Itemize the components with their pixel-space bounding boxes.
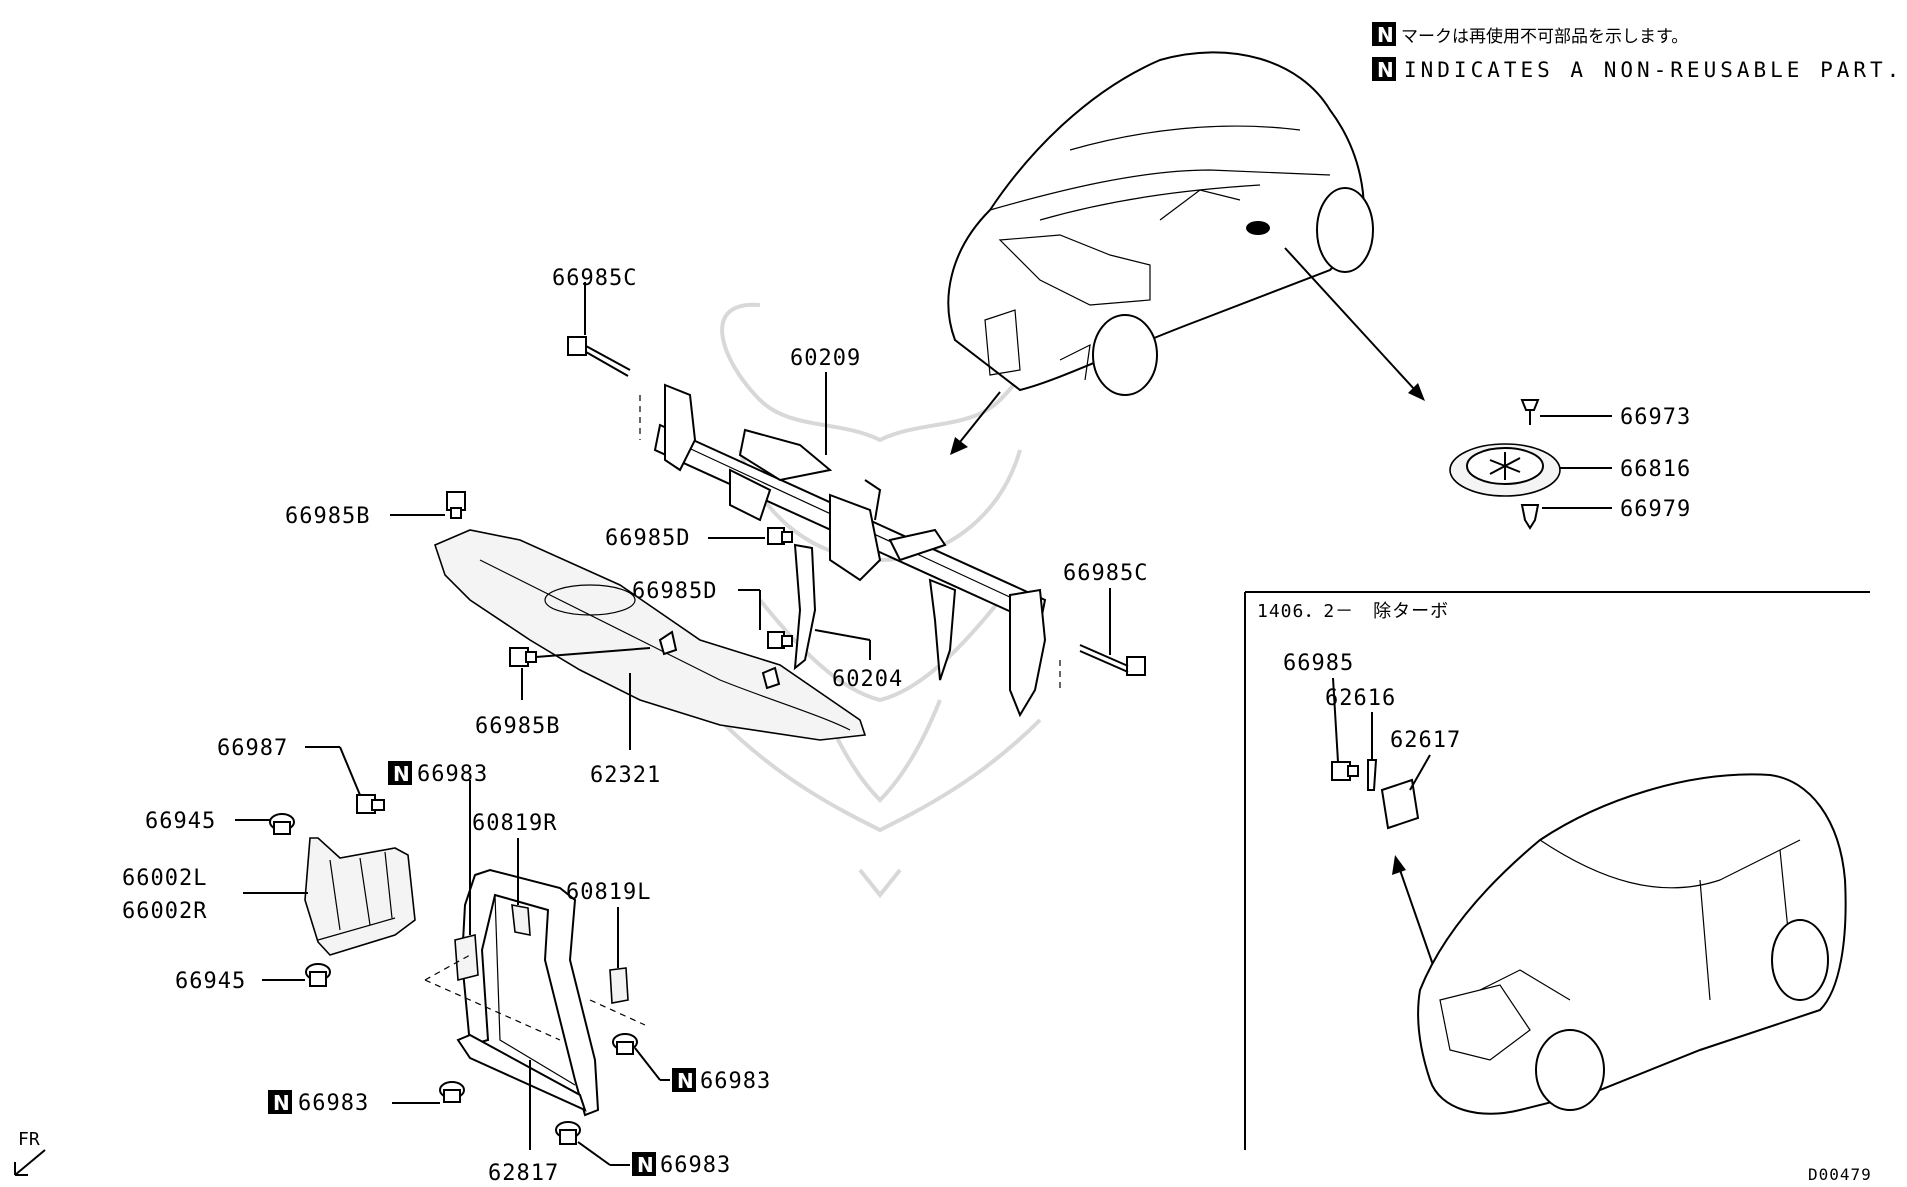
radiator-frame-62817 [424,868,646,1117]
bolt-66985d-lower [767,631,793,649]
clip-66945-upper [269,813,295,835]
part-number-66985d-upper: 66985D [605,526,690,551]
clip-66945-lower [305,963,331,987]
part-number-66979: 66979 [1620,497,1691,522]
part-number-66985d-lower: 66985D [632,579,717,604]
radiator-upper-cover [434,529,867,741]
non-reusable-mark: N [677,1069,694,1093]
non-reusable-symbol [1372,22,1396,46]
part-number-66985b-mid: 66985B [475,714,560,739]
part-number-66985c-top: 66985C [552,266,637,291]
inset-part-number-66985: 66985 [1283,651,1354,676]
part-number-62321: 62321 [590,763,661,788]
bolt-66985d-upper [767,527,793,545]
part-number-66945-lower: 66945 [175,969,246,994]
screw-66987 [356,794,385,814]
part-number-62817: 62817 [488,1161,559,1186]
part-number-66002r: 66002R [122,899,207,924]
non-reusable-mark: N [637,1153,654,1177]
legend-symbol-en: N [1377,58,1394,82]
side-bracket-66002 [304,837,416,956]
part-number-66983-bottom: 66983 [660,1153,731,1178]
inset-header: 1406．2－ 除ターボ [1257,601,1449,622]
inset-part-number-62617: 62617 [1390,728,1461,753]
front-direction-label: FR [18,1129,40,1150]
non-reusable-symbol [268,1090,292,1114]
part-number-66987: 66987 [217,736,288,761]
clip-66983-bottom [555,1121,581,1145]
bolt-66985c-right [1079,644,1146,676]
clip-66983-right [612,1033,638,1055]
non-reusable-mark: N [393,762,410,786]
clip-66985b-top [446,491,466,519]
diagram-code: D00479 [1808,1165,1872,1184]
grommet-part-group [1449,399,1612,530]
support-bracket-60204 [793,543,817,671]
part-number-60819r: 60819R [472,811,557,836]
part-number-60819l: 60819L [566,880,651,905]
part-number-66985c-right: 66985C [1063,561,1148,586]
legend-japanese: マークは再使用不可部品を示します。 [1401,26,1688,47]
part-number-66983-right: 66983 [700,1069,771,1094]
radiator-support-crossmember [639,383,1061,718]
bolt-66985c-top [567,336,631,377]
front-direction-arrow [14,1149,46,1176]
part-number-66983-upper: 66983 [417,762,488,787]
non-reusable-symbol [388,761,412,785]
part-number-66816: 66816 [1620,457,1691,482]
inset-part-number-62616: 62616 [1325,686,1396,711]
part-number-66985b-top: 66985B [285,504,370,529]
non-reusable-symbol [632,1152,656,1176]
part-number-66945-upper: 66945 [145,809,216,834]
legend-symbol-jp: N [1377,23,1394,47]
inset-panel [1244,591,1870,1150]
inset-bolt-66985 [1331,759,1420,830]
vehicle-overview-icon [947,51,1374,396]
clip-66985b-mid [509,647,537,667]
inset-vehicle-icon [1417,773,1847,1115]
part-number-66002l: 66002L [122,866,207,891]
clip-66983-left [439,1081,465,1103]
non-reusable-symbol [1372,57,1396,81]
non-reusable-symbol [672,1068,696,1092]
non-reusable-mark: N [273,1091,290,1115]
part-number-60209: 60209 [790,346,861,371]
part-number-66973: 66973 [1620,405,1691,430]
part-number-60204: 60204 [832,667,903,692]
part-number-66983-left: 66983 [298,1091,369,1116]
legend-english: INDICATES A NON-REUSABLE PART. [1404,58,1903,82]
legend: N マークは再使用不可部品を示します。 N INDICATES A NON-RE… [1372,22,1903,82]
